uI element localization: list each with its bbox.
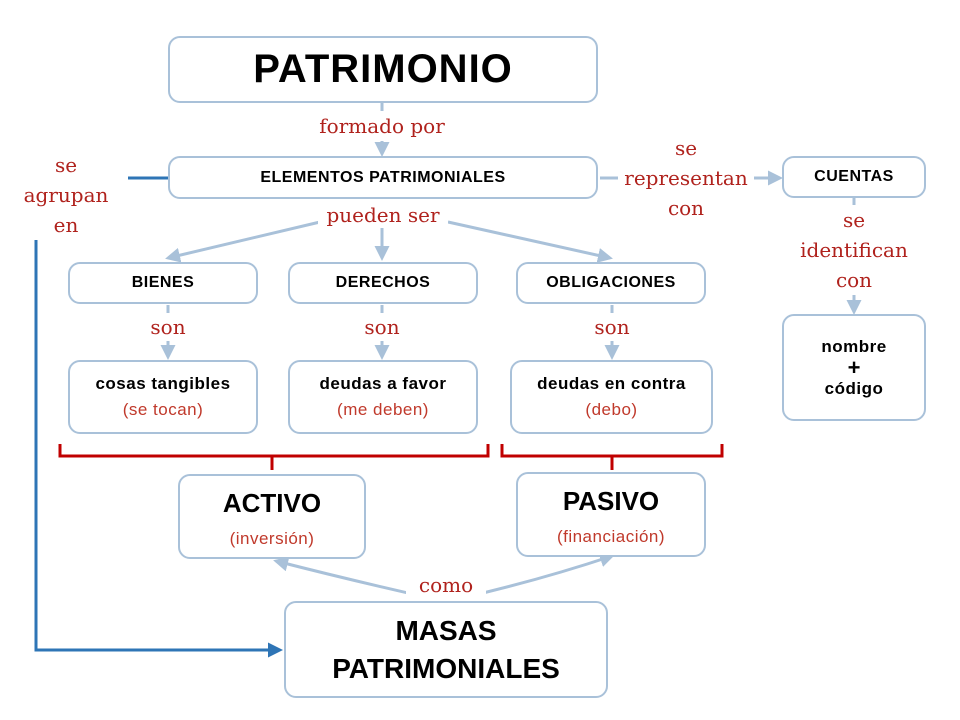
box-nombre-codigo: nombre + código	[782, 314, 926, 421]
identifican-line-1: se	[842, 208, 866, 232]
box-cosas-tangibles: cosas tangibles (se tocan)	[68, 360, 258, 434]
box-deudas-a-favor: deudas a favor (me deben)	[288, 360, 478, 434]
son-derechos-text: son	[364, 315, 400, 339]
representan-line-3: con	[667, 196, 705, 220]
pasivo-line2: (financiación)	[556, 526, 666, 546]
box-pasivo: PASIVO (financiación)	[516, 472, 706, 557]
derechos-text: DERECHOS	[335, 274, 431, 291]
masas-line1: MASAS	[395, 614, 497, 646]
tangibles-line2: (se tocan)	[122, 400, 204, 419]
brace-activo	[58, 444, 490, 470]
cuentas-text: CUENTAS	[814, 168, 894, 185]
son-bienes-text: son	[150, 315, 186, 339]
nombre-line1: nombre	[821, 336, 887, 356]
box-cuentas: CUENTAS	[782, 156, 926, 198]
arrow-agrupan-masas	[34, 240, 283, 658]
nombre-plus: +	[847, 354, 861, 380]
representan-line-1: se	[674, 136, 698, 160]
representan-line-2: representan	[624, 166, 748, 190]
agrupan-line-2: agrupan	[23, 183, 109, 207]
como-text: como	[418, 573, 474, 597]
agrupan-line-3: en	[53, 213, 79, 237]
bienes-text: BIENES	[131, 274, 195, 291]
obligaciones-text: OBLIGACIONES	[546, 274, 676, 291]
activo-line2: (inversión)	[229, 528, 315, 548]
patrimonio-text: PATRIMONIO	[253, 47, 513, 91]
box-deudas-en-contra: deudas en contra (debo)	[510, 360, 713, 434]
label-se-agrupan-en: se agrupan en	[14, 150, 118, 240]
contra-line2: (debo)	[585, 400, 638, 419]
box-derechos: DERECHOS	[288, 262, 478, 304]
contra-line1: deudas en contra	[537, 374, 686, 393]
pueden-ser-text: pueden ser	[326, 203, 440, 227]
label-se-identifican-con: se identifican con	[788, 205, 920, 295]
label-son-derechos: son	[350, 313, 414, 341]
box-bienes: BIENES	[68, 262, 258, 304]
masas-line2: PATRIMONIALES	[332, 652, 560, 684]
label-son-obligaciones: son	[580, 313, 644, 341]
label-formado-por: formado por	[312, 111, 452, 141]
arrow-to-bienes	[165, 220, 321, 263]
nombre-line2: código	[824, 378, 884, 398]
box-masas-patrimoniales: MASAS PATRIMONIALES	[284, 601, 608, 698]
activo-line1: ACTIVO	[222, 487, 322, 518]
label-como: como	[406, 570, 486, 600]
brace-pasivo	[500, 444, 724, 470]
agrupan-line-1: se	[54, 153, 78, 177]
box-obligaciones: OBLIGACIONES	[516, 262, 706, 304]
tangibles-line1: cosas tangibles	[95, 374, 231, 393]
elementos-text: ELEMENTOS PATRIMONIALES	[260, 168, 506, 186]
box-activo: ACTIVO (inversión)	[178, 474, 366, 559]
label-son-bienes: son	[136, 313, 200, 341]
pasivo-line1: PASIVO	[562, 485, 660, 516]
arrow-to-obligaciones	[447, 220, 613, 263]
label-pueden-ser: pueden ser	[318, 202, 448, 228]
box-patrimonio: PATRIMONIO	[168, 36, 598, 103]
label-se-representan-con: se representan con	[618, 133, 754, 223]
favor-line1: deudas a favor	[319, 374, 447, 393]
identifican-line-3: con	[835, 268, 873, 292]
favor-line2: (me deben)	[337, 400, 429, 419]
son-obligaciones-text: son	[594, 315, 630, 339]
identifican-line-2: identifican	[800, 238, 908, 262]
formado-por-text: formado por	[319, 114, 445, 138]
box-elementos-patrimoniales: ELEMENTOS PATRIMONIALES	[168, 156, 598, 199]
